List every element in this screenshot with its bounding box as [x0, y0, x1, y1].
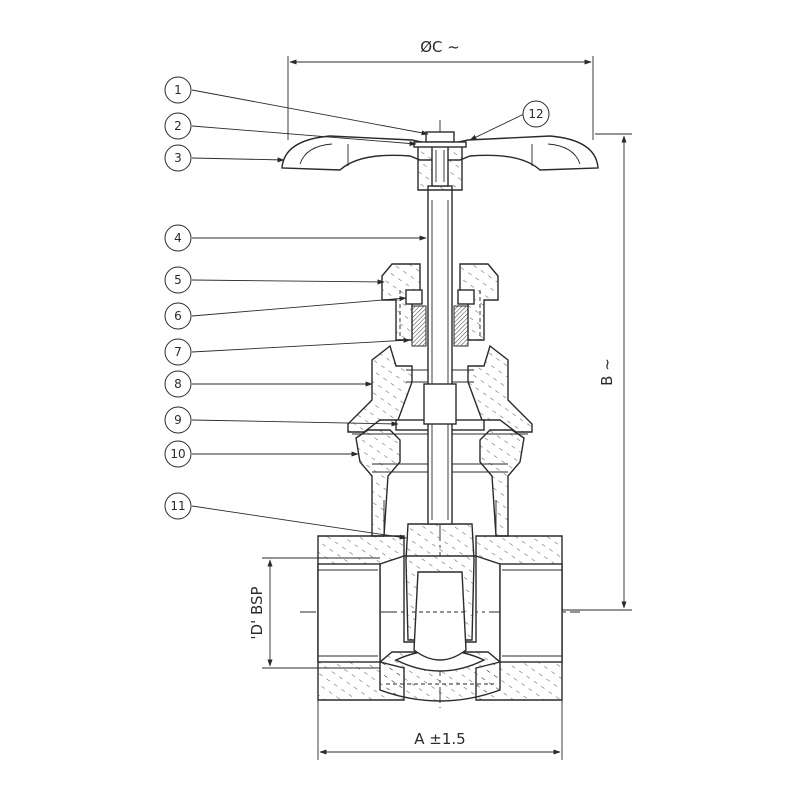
svg-text:12: 12 — [528, 107, 543, 121]
callout-8: 8 — [164, 370, 373, 398]
callout-7: 7 — [164, 337, 411, 366]
callout-11: 11 — [164, 492, 407, 540]
dimension-diameter-c: ØC ~ — [287, 38, 594, 140]
svg-text:8: 8 — [174, 377, 182, 391]
svg-text:9: 9 — [174, 413, 182, 427]
dimension-length-a: A ±1.5 — [317, 700, 563, 760]
stem-packing — [405, 289, 475, 347]
callout-3: 3 — [164, 144, 285, 172]
svg-text:10: 10 — [170, 447, 185, 461]
callout-5: 5 — [164, 266, 385, 294]
svg-text:2: 2 — [174, 119, 182, 133]
callouts: 1 2 3 4 5 6 — [164, 76, 550, 540]
handwheel — [281, 135, 599, 191]
dimension-label-a: A ±1.5 — [414, 730, 465, 748]
callout-4: 4 — [164, 224, 427, 252]
callout-9: 9 — [164, 406, 399, 434]
valve-stem — [423, 185, 457, 525]
dimension-label-b: B ~ — [598, 358, 616, 386]
gate-wedge — [405, 523, 475, 661]
callout-6: 6 — [164, 296, 407, 330]
svg-text:1: 1 — [174, 83, 182, 97]
top-nut — [413, 131, 467, 148]
svg-text:6: 6 — [174, 309, 182, 323]
callout-10: 10 — [164, 440, 359, 468]
bonnet-lower — [355, 429, 525, 537]
svg-text:4: 4 — [174, 231, 182, 245]
callout-12: 12 — [469, 100, 550, 141]
dimension-label-c: ØC ~ — [420, 38, 460, 56]
callout-1: 1 — [164, 76, 429, 136]
svg-text:3: 3 — [174, 151, 182, 165]
svg-text:5: 5 — [174, 273, 182, 287]
callout-2: 2 — [164, 112, 417, 146]
dimension-label-d: 'D' BSP — [248, 586, 266, 639]
svg-text:11: 11 — [170, 499, 185, 513]
svg-text:7: 7 — [174, 345, 182, 359]
